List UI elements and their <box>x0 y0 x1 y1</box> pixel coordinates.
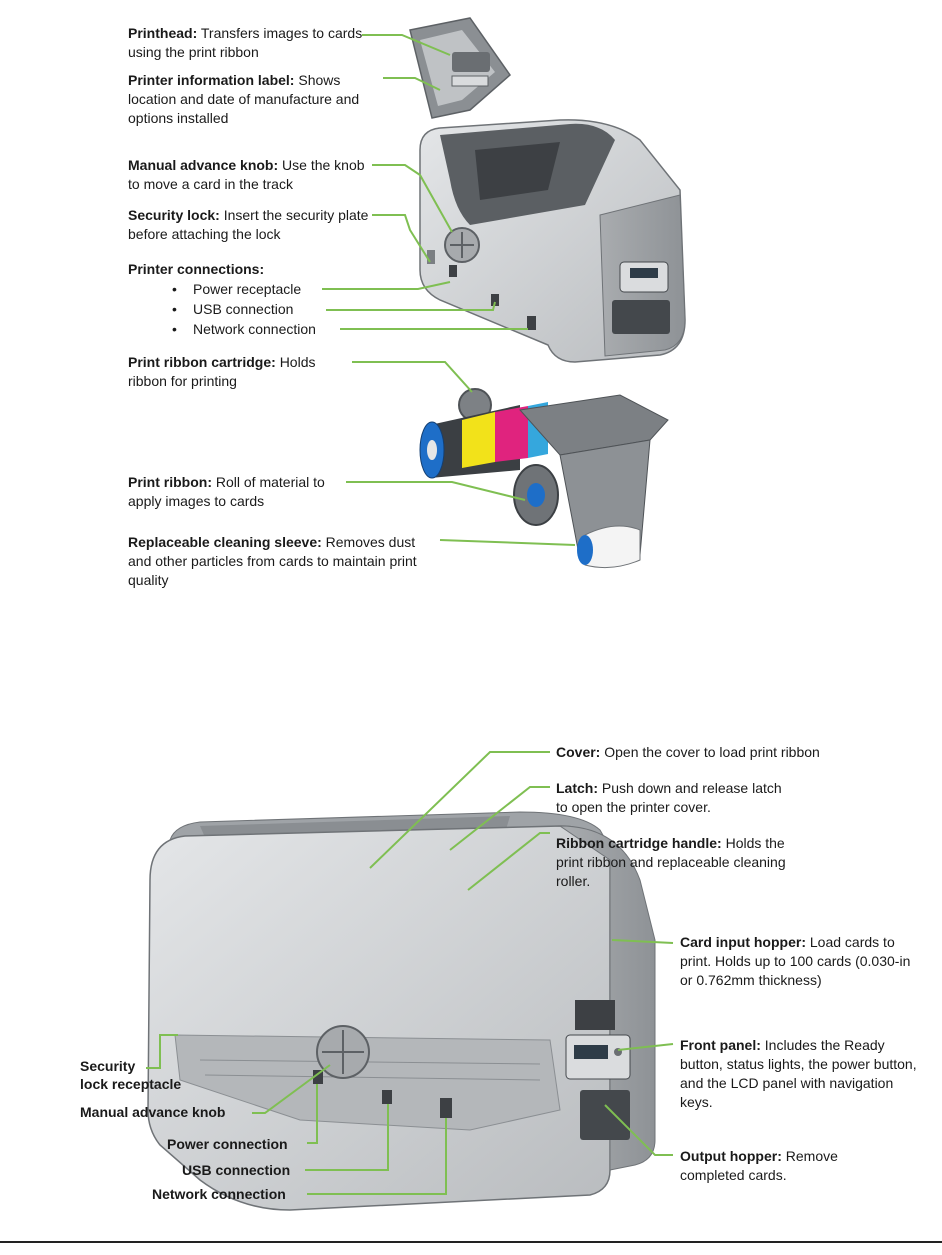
network-connection-label: Network connection <box>152 1186 286 1202</box>
printer-connections-title: Printer connections: <box>128 261 265 277</box>
print-ribbon-cartridge-label: Print ribbon cartridge: Holds ribbon for… <box>128 354 316 389</box>
page-bottom-rule <box>0 1241 942 1243</box>
leader-lines-top <box>322 34 576 546</box>
manual-advance-knob-bottom-label: Manual advance knob <box>80 1104 226 1120</box>
cover-label: Cover: Open the cover to load print ribb… <box>556 744 820 760</box>
manual-advance-knob-label: Manual advance knob: Use the knob to mov… <box>128 157 365 192</box>
ribbon-cartridge-illustration <box>419 388 669 569</box>
card-input-hopper-label: Card input hopper: Load cards to print. … <box>680 934 911 988</box>
power-receptacle-item: Power receptacle <box>172 280 301 299</box>
front-panel-label: Front panel: Includes the Ready button, … <box>680 1037 917 1110</box>
latch-label: Latch: Push down and release latch to op… <box>556 780 782 815</box>
leader-lines-bottom <box>146 751 674 1195</box>
printer-information-label-text: Printer information label: Shows locatio… <box>128 72 360 126</box>
printhead-label: Printhead: Transfers images to cards usi… <box>128 25 363 60</box>
output-hopper-label: Output hopper: Remove completed cards. <box>680 1148 838 1183</box>
print-ribbon-label: Print ribbon: Roll of material to apply … <box>128 474 325 509</box>
security-lock-receptacle-label-line1: Security <box>80 1058 136 1074</box>
top-printer-illustration <box>409 17 686 363</box>
usb-connection-item: USB connection <box>172 300 293 319</box>
security-lock-label: Security lock: Insert the security plate… <box>128 207 369 242</box>
power-connection-label: Power connection <box>167 1136 288 1152</box>
cleaning-sleeve-label: Replaceable cleaning sleeve: Removes dus… <box>128 534 417 588</box>
usb-connection-label: USB connection <box>182 1162 291 1178</box>
ribbon-cartridge-handle-label: Ribbon cartridge handle: Holds the print… <box>556 835 786 889</box>
security-lock-receptacle-label-line2: lock receptacle <box>80 1076 182 1092</box>
network-connection-item: Network connection <box>172 320 316 339</box>
